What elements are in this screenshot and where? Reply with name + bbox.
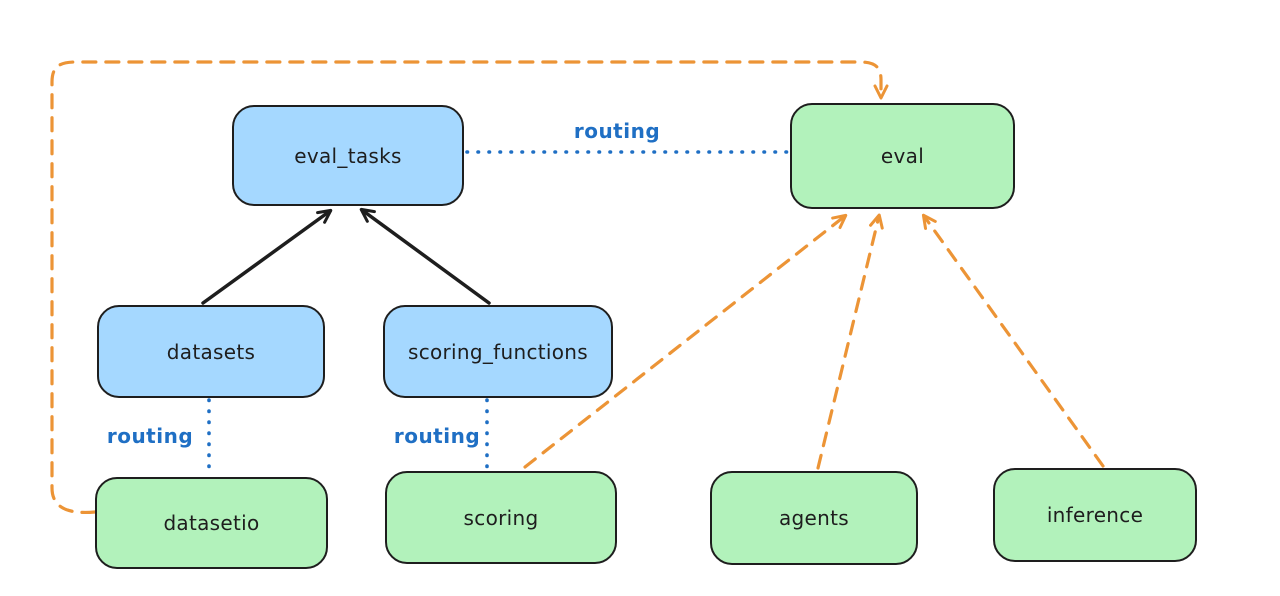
edge-datasetio-to-eval [50,60,889,515]
node-label: scoring [463,505,539,530]
node-eval: eval [790,103,1015,209]
edge-scoring-to-eval [523,213,848,469]
edge-scoring_functions-to-eval_tasks [359,207,491,305]
node-label: datasetio [163,511,260,535]
edge-label-routing-datasets: routing [106,424,194,448]
node-label: inference [1046,503,1144,527]
node-label: eval_tasks [294,143,402,168]
edge-label-routing-top: routing [573,119,661,143]
node-scoring: scoring [385,471,617,564]
node-label: eval [880,144,925,168]
edge-datasets-to-eval_tasks [201,208,333,305]
node-label: agents [779,506,849,530]
node-label: scoring_functions [407,339,589,364]
node-agents: agents [710,471,918,565]
edge-agents-to-eval [816,213,884,470]
node-datasets: datasets [97,305,325,398]
edge-inference-to-eval [921,213,1105,468]
edge-label-routing-scoring: routing [393,424,481,448]
node-inference: inference [993,468,1197,562]
node-label: datasets [166,339,256,364]
node-eval_tasks: eval_tasks [232,105,464,206]
node-scoring_functions: scoring_functions [383,305,613,398]
node-datasetio: datasetio [95,477,328,569]
